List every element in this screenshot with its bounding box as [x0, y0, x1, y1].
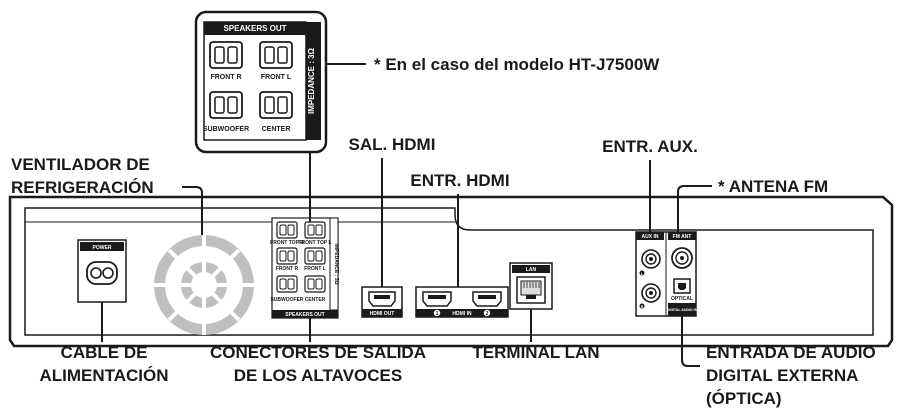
fan-callout-line2: REFRIGERACIÓN [11, 178, 154, 197]
power-port: POWER [77, 239, 127, 303]
aux-r-jack [641, 283, 661, 303]
hdmi-in-ports: 1 HDMI IN 2 [415, 286, 509, 318]
hdmi-out-callout: SAL. HDMI [349, 135, 436, 154]
panel-front-l-label: FRONT L [304, 266, 326, 272]
inset-front-r-label: FRONT R [210, 74, 241, 81]
terminal-front-l [304, 247, 326, 265]
optical-callout-line2: DIGITAL EXTERNA [706, 366, 858, 385]
digital-audio-in-label: DIGITAL AUDIO IN [667, 308, 698, 312]
fan-callout-line1: VENTILADOR DE [11, 155, 150, 174]
panel-impedance-label: IMPEDANCE : 3Ω [333, 243, 339, 284]
speakers-callout-line2: DE LOS ALTAVOCES [234, 366, 402, 385]
hdmi-in-callout: ENTR. HDMI [410, 171, 509, 190]
fm-antenna-callout: * ANTENA FM [718, 177, 828, 196]
power-callout-line1: CABLE DE [61, 343, 148, 362]
panel-subwoofer-label: SUBWOOFER [270, 297, 303, 303]
inset-center-label: CENTER [262, 126, 291, 133]
leader-lines [101, 63, 712, 367]
terminal-front-top-r [276, 221, 298, 239]
inset-front-r-terminal [209, 41, 243, 69]
hdmi-out-port: HDMI OUT [361, 286, 403, 318]
optical-panel-label: OPTICAL [671, 296, 693, 302]
inset-title: SPEAKERS OUT [223, 24, 286, 33]
aux-r-label: R [641, 305, 644, 309]
lan-port: LAN [509, 262, 553, 310]
inset-front-l-label: FRONT L [261, 74, 292, 81]
inset-subwoofer-label: SUBWOOFER [203, 126, 249, 133]
inset-subwoofer-terminal [209, 91, 243, 119]
callout-labels: * En el caso del modelo HT-J7500W SAL. H… [11, 55, 876, 408]
aux-in-panel-label: AUX IN [642, 234, 659, 240]
cooling-fan-icon [154, 235, 254, 335]
hdmi-out-panel-label: HDMI OUT [370, 311, 395, 317]
terminal-subwoofer [276, 275, 298, 293]
front-top-r-label: FRONT TOP R [270, 240, 304, 246]
speakers-out-panel-label: SPEAKERS OUT [285, 312, 324, 318]
hdmi-in-2-label: 2 [486, 311, 489, 317]
power-label: POWER [93, 245, 112, 251]
inset-front-l-terminal [259, 41, 293, 69]
hdmi-in-1-label: 1 [436, 311, 439, 317]
power-callout-line2: ALIMENTACIÓN [39, 366, 168, 385]
model-note: * En el caso del modelo HT-J7500W [374, 55, 660, 74]
terminal-center [304, 275, 326, 293]
terminal-front-r [276, 247, 298, 265]
lan-callout: TERMINAL LAN [472, 343, 599, 362]
panel-front-r-label: FRONT R [276, 266, 299, 272]
speakers-out-block: SPEAKERS OUT IMPEDANCE : 3Ω FRONT TOP R … [270, 217, 339, 319]
hdmi-in-panel-label: HDMI IN [452, 311, 472, 317]
fm-antenna-jack [671, 247, 693, 269]
lan-panel-label: LAN [526, 267, 537, 273]
aux-fm-optical-block: AUX IN FM ANT L R OPTICAL DIGITAL AU [635, 231, 698, 317]
speakers-callout-line1: CONECTORES DE SALIDA [210, 343, 426, 362]
optical-callout-line3: (ÓPTICA) [706, 389, 782, 408]
speakers-out-inset: SPEAKERS OUT IMPEDANCE : 3Ω FRONT R FRON… [194, 10, 328, 154]
device-body [8, 195, 894, 348]
aux-l-label: L [641, 272, 644, 276]
terminal-front-top-l [304, 221, 326, 239]
aux-l-jack [641, 249, 661, 269]
aux-in-callout: ENTR. AUX. [602, 137, 698, 156]
front-top-l-label: FRONT TOP L [298, 240, 331, 246]
fm-ant-panel-label: FM ANT [673, 234, 692, 240]
inset-impedance: IMPEDANCE : 3Ω [307, 47, 316, 114]
panel-center-label: CENTER [305, 297, 326, 303]
optical-callout-line1: ENTRADA DE AUDIO [706, 343, 876, 362]
inset-center-terminal [259, 91, 293, 119]
optical-port [673, 278, 691, 294]
